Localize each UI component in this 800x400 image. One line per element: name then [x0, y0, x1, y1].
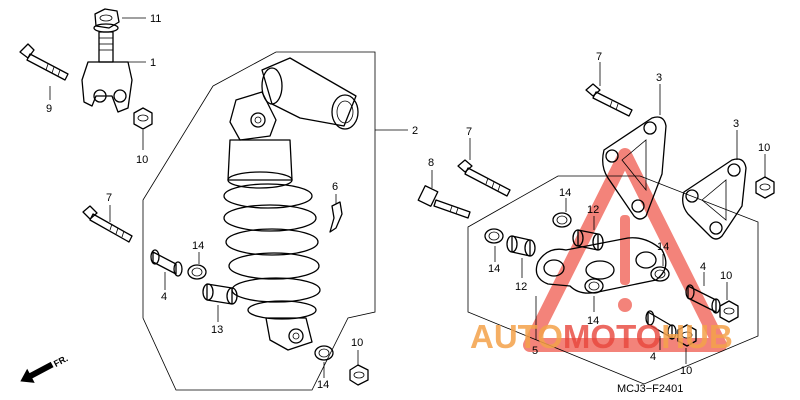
link-plate-3b: [682, 158, 747, 240]
dust-seal-14e: [650, 266, 670, 282]
watermark-part-auto: AUTO: [470, 318, 563, 355]
callout-12a: 12: [515, 281, 527, 293]
bolt-7c: [585, 83, 633, 117]
nut-10a: [133, 107, 153, 130]
front-arrow-icon: [20, 361, 54, 383]
shock-link-arm-5: [535, 237, 667, 294]
dust-seal-14b: [314, 345, 334, 361]
callout-4a: 4: [161, 291, 167, 303]
drawing-code: MCJ3−F2401: [617, 383, 683, 395]
callout-7b: 7: [466, 126, 472, 138]
watermark-part-hub: HUB: [661, 318, 733, 355]
front-direction-indicator: FR.: [20, 353, 70, 383]
callout-8: 8: [428, 157, 434, 169]
bolt-8: [417, 185, 471, 219]
callout-7a: 7: [106, 192, 112, 204]
shock-group-outline: [142, 51, 376, 391]
callout-10b: 10: [351, 337, 363, 349]
callout-labels: 11 1 9 10 2 7 6 14 4 13 10 14 7 3 7 3 8 …: [46, 13, 770, 391]
watermark-text: AUTOMOTOHUB: [470, 318, 733, 355]
rear-shock-absorber-2: [223, 57, 359, 351]
bushing-13: [202, 283, 238, 305]
watermark-part-moto: MOTO: [563, 318, 661, 355]
callout-6: 6: [332, 181, 338, 193]
callout-3a: 3: [656, 72, 662, 84]
bolt-9: [19, 43, 69, 81]
callout-3b: 3: [733, 118, 739, 130]
bolt-7a: [82, 205, 133, 243]
callout-10e: 10: [680, 365, 692, 377]
callout-9: 9: [46, 103, 52, 115]
callout-4c: 4: [650, 351, 656, 363]
flange-nut-11: [93, 8, 120, 33]
nut-10e: [677, 324, 697, 347]
watermark-triangle: [523, 148, 727, 352]
collar-4a: [150, 249, 183, 277]
watermark-logo: AUTOMOTOHUB: [470, 318, 733, 355]
callout-5: 5: [532, 345, 538, 357]
callout-14e: 14: [657, 241, 669, 253]
nut-10c: [755, 176, 775, 199]
dust-seal-14f: [584, 278, 604, 294]
callout-10c: 10: [758, 142, 770, 154]
callout-12b: 12: [587, 204, 599, 216]
callout-10d: 10: [720, 270, 732, 282]
callout-14a: 14: [192, 240, 204, 252]
collar-4b: [685, 284, 721, 314]
callout-1: 1: [150, 57, 156, 69]
collar-4c: [645, 310, 677, 340]
dust-seal-14c: [484, 228, 504, 244]
callout-7c: 7: [596, 51, 602, 63]
bushing-12a: [506, 235, 536, 257]
callout-10a: 10: [136, 154, 148, 166]
callout-4b: 4: [700, 261, 706, 273]
leader-lines: [49, 17, 766, 378]
callout-13: 13: [211, 324, 223, 336]
callout-14b: 14: [317, 379, 329, 391]
link-plate-3a: [602, 116, 667, 220]
label-tag-6: [329, 201, 343, 233]
callout-11: 11: [150, 13, 161, 25]
callout-14c: 14: [488, 263, 500, 275]
callout-14d: 14: [559, 187, 571, 199]
front-label: FR.: [52, 353, 69, 369]
bushing-12b: [572, 229, 604, 251]
link-group-outline: [467, 175, 759, 385]
nut-10b: [349, 364, 369, 386]
bolt-7b: [457, 159, 511, 197]
upper-mount-bracket-1: [81, 31, 133, 113]
callout-14f: 14: [587, 315, 599, 327]
callout-2: 2: [412, 125, 418, 137]
dust-seal-14d: [552, 212, 572, 228]
nut-10d: [719, 300, 739, 323]
dust-seal-14a: [187, 264, 207, 280]
